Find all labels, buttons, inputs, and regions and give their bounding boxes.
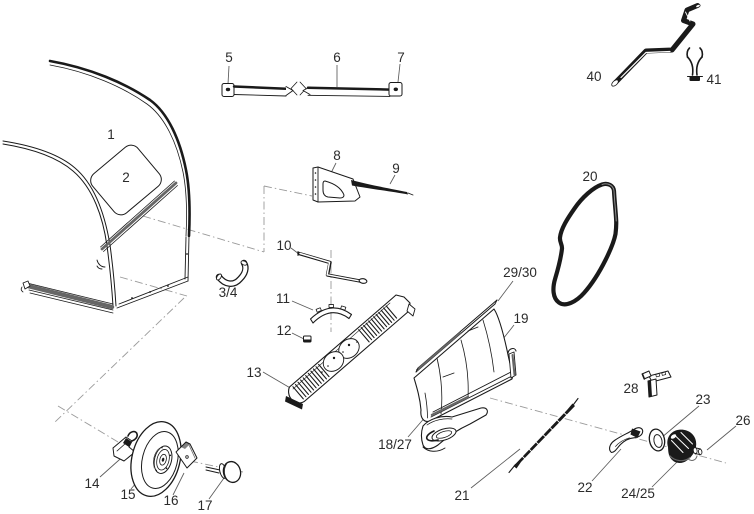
part-16-bracket-plate	[175, 441, 198, 469]
part-label-28: 28	[623, 381, 638, 396]
part-label-2: 2	[122, 170, 130, 185]
part-label-10: 10	[276, 238, 291, 253]
part-21-rod	[508, 397, 579, 474]
part-15-wheel	[130, 421, 182, 497]
part-label-5: 5	[225, 50, 233, 65]
part-28-bracket	[641, 370, 672, 398]
part-11-arc-clamp	[309, 304, 353, 324]
part-12-nut	[303, 335, 312, 343]
part-2-hood-window	[90, 144, 162, 216]
part-label-3-4: 3/4	[219, 285, 238, 300]
part-label-22: 22	[577, 480, 592, 495]
part-label-41: 41	[706, 72, 721, 87]
part-label-40: 40	[586, 69, 601, 84]
part-label-9: 9	[392, 161, 400, 176]
part-label-14: 14	[84, 476, 100, 491]
part-label-17: 17	[197, 498, 212, 513]
part-label-24-25: 24/25	[621, 486, 655, 501]
part-label-16: 16	[163, 493, 178, 508]
part-41-clip	[686, 47, 704, 81]
part-label-8: 8	[333, 148, 341, 163]
part-label-18-27: 18/27	[378, 437, 412, 452]
part-label-12: 12	[276, 323, 291, 338]
part-8-bracket	[312, 166, 361, 203]
part-1-hood-panel	[2, 59, 191, 314]
part-17-hub-cap	[205, 460, 242, 484]
part-40-control-rod	[611, 3, 701, 87]
part-label-21: 21	[454, 488, 469, 503]
part-label-11: 11	[276, 291, 290, 306]
part-label-23: 23	[695, 392, 710, 407]
part-5-7-rod-assembly	[221, 81, 403, 97]
part-label-20: 20	[582, 169, 597, 184]
part-label-6: 6	[333, 50, 341, 65]
part-29-30-trim-strip	[415, 299, 498, 373]
part-24-25-knob	[667, 429, 698, 463]
part-18-27-19-panel-assembly	[413, 308, 517, 452]
part-labels: 1 2 3/4 5 6 7 8 9 10 11 12 13 14 15 16 1…	[84, 50, 750, 513]
part-label-26: 26	[735, 413, 750, 428]
part-22-lever	[609, 427, 644, 454]
part-label-29-30: 29/30	[503, 265, 537, 280]
part-label-15: 15	[120, 487, 135, 502]
part-26-pin	[692, 447, 703, 456]
part-10-crank-rod	[297, 251, 368, 284]
part-label-13: 13	[246, 365, 261, 380]
part-label-7: 7	[397, 50, 405, 65]
part-23-washer	[648, 428, 666, 452]
part-3-4-handle-tube	[215, 259, 249, 287]
part-label-19: 19	[513, 311, 528, 326]
part-14-bracket-clip	[112, 430, 138, 462]
part-20-belt	[551, 181, 619, 307]
part-label-1: 1	[107, 127, 115, 142]
part-13-tread-plate	[285, 294, 416, 410]
part-9-rod	[351, 180, 414, 196]
leader-lines	[99, 63, 737, 500]
